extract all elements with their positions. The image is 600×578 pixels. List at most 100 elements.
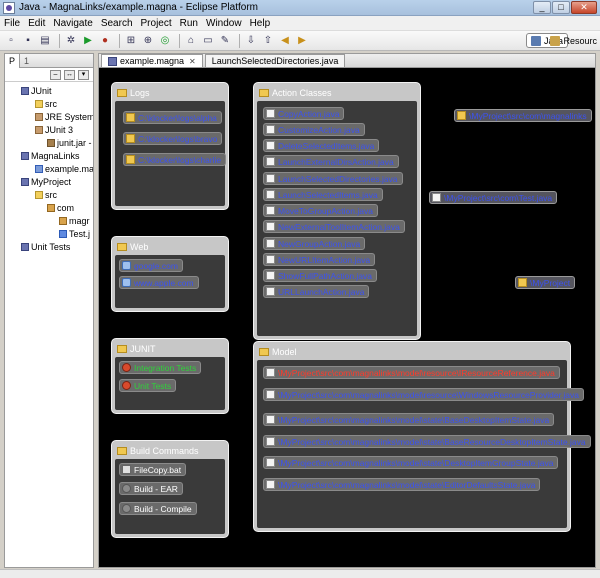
panel-title: JUNIT <box>130 344 156 354</box>
link-editor-icon[interactable]: ↔ <box>64 69 75 80</box>
collapse-all-icon[interactable]: – <box>50 69 61 80</box>
menu-project[interactable]: Project <box>140 17 172 29</box>
menu-window[interactable]: Window <box>206 17 242 29</box>
tree-node-com[interactable]: com <box>47 202 74 213</box>
tree-node-label: JUnit <box>31 85 52 96</box>
panel-junit[interactable]: JUNIT Integration Tests Unit Tests <box>111 338 229 414</box>
link-item[interactable]: \MyProject\src\com\magnalinks\model\reso… <box>263 366 560 379</box>
window-title: Java - MagnaLinks/example.magna - Eclips… <box>19 2 258 13</box>
previous-annotation-icon[interactable]: ⇧ <box>263 35 273 46</box>
open-folder-icon[interactable]: ▭ <box>203 35 213 46</box>
menu-run[interactable]: Run <box>179 17 198 29</box>
tab-label: example.magna <box>120 56 185 66</box>
tree-node-junit-jar[interactable]: junit.jar - <box>47 137 92 148</box>
link-item[interactable]: C:\klocker\logs\bravo <box>123 132 223 145</box>
menu-navigate[interactable]: Navigate <box>53 17 93 29</box>
link-item[interactable]: LaunchSelectedItems.java <box>263 188 383 201</box>
next-annotation-icon[interactable]: ⇩ <box>246 35 256 46</box>
java-file-icon <box>266 390 275 399</box>
floating-link-magnalinks[interactable]: \MyProject\src\com\magnalinks <box>454 109 592 122</box>
panel-build-commands[interactable]: Build Commands FileCopy.bat Build - EAR … <box>111 440 229 538</box>
menu-edit[interactable]: Edit <box>28 17 46 29</box>
tree-node-label: src <box>45 189 57 200</box>
link-item[interactable]: DeleteSelectedItems.java <box>263 139 380 152</box>
link-item[interactable]: Build - Compile <box>119 502 197 515</box>
link-label: CopyAction.java <box>278 108 340 119</box>
link-item[interactable]: CustomizeAction.java <box>263 123 365 136</box>
external-tools-icon[interactable]: ● <box>101 35 109 46</box>
link-item[interactable]: google.com <box>119 259 183 272</box>
link-item[interactable]: Unit Tests <box>119 379 177 392</box>
run-icon[interactable]: ▶ <box>84 35 92 46</box>
eclipse-app-icon <box>3 1 15 14</box>
panel-logs[interactable]: Logs C:\klocker\logs\alpha C:\klocker\lo… <box>111 82 229 210</box>
print-icon[interactable]: ▤ <box>40 35 50 46</box>
tree-node-src[interactable]: src <box>35 189 57 200</box>
menu-help[interactable]: Help <box>249 17 271 29</box>
panel-web[interactable]: Web google.com www.apple.com <box>111 236 229 312</box>
tab-hierarchy[interactable]: 1 <box>24 55 30 66</box>
view-menu-icon[interactable]: ▾ <box>78 69 89 80</box>
tree-node-junit3[interactable]: JUnit 3 <box>35 124 73 135</box>
back-icon[interactable]: ◀ <box>281 35 289 46</box>
tree-node-magnalinks[interactable]: MagnaLinks <box>21 150 80 161</box>
tree-node-magnalinks-pkg[interactable]: magr <box>59 215 90 226</box>
link-item[interactable]: URLLaunchAction.java <box>263 285 370 298</box>
folder-icon <box>35 190 43 199</box>
tree-node-test-java[interactable]: Test.j <box>59 228 90 239</box>
maximize-button[interactable]: □ <box>552 1 570 14</box>
magna-canvas[interactable]: Logs C:\klocker\logs\alpha C:\klocker\lo… <box>99 68 595 567</box>
link-item[interactable]: www.apple.com <box>119 276 199 289</box>
tree-node-myproject[interactable]: MyProject <box>21 176 71 187</box>
menu-search[interactable]: Search <box>100 17 133 29</box>
link-item[interactable]: C:\klocker\logs\alpha <box>123 111 222 124</box>
link-item[interactable]: CopyAction.java <box>263 107 345 120</box>
new-package-icon[interactable]: ⊕ <box>143 35 153 46</box>
new-class-icon[interactable]: ◎ <box>160 35 170 46</box>
project-icon <box>21 177 29 186</box>
link-item[interactable]: LaunchExternalDirsAction.java <box>263 155 399 168</box>
floating-link-test-java[interactable]: \MyProject\src\com\Test.java <box>429 191 558 204</box>
link-item[interactable]: \MyProject\src\com\magnalinks\model\stat… <box>263 435 591 448</box>
open-type-icon[interactable]: ⌂ <box>187 35 195 46</box>
pen-icon[interactable]: ✎ <box>220 35 230 46</box>
tab-launch-selected-directories[interactable]: LaunchSelectedDirectories.java <box>204 54 346 67</box>
link-item[interactable]: \MyProject\src\com\magnalinks\model\reso… <box>263 388 584 401</box>
tree-node-jre[interactable]: JRE System L <box>35 111 93 122</box>
folder-icon <box>457 111 466 120</box>
link-item[interactable]: NewURLItemAction.java <box>263 253 376 266</box>
close-button[interactable]: ✕ <box>571 1 597 14</box>
close-tab-icon[interactable]: ✕ <box>189 56 196 66</box>
panel-model[interactable]: Model \MyProject\src\com\magnalinks\mode… <box>253 341 591 532</box>
link-item[interactable]: FileCopy.bat <box>119 463 187 476</box>
panel-title: Build Commands <box>130 446 199 456</box>
resource-perspective-button[interactable]: Resourc <box>547 33 600 48</box>
forward-icon[interactable]: ▶ <box>298 35 306 46</box>
debug-icon[interactable]: ✲ <box>66 35 76 46</box>
link-item[interactable]: \MyProject\src\com\magnalinks\model\stat… <box>263 478 541 491</box>
tree-node-unit-tests[interactable]: Unit Tests <box>21 241 70 252</box>
link-item[interactable]: \MyProject\src\com\magnalinks\model\stat… <box>263 413 555 426</box>
new-icon[interactable]: ▫ <box>9 35 13 46</box>
menu-file[interactable]: File <box>4 17 21 29</box>
minimize-button[interactable]: _ <box>533 1 551 14</box>
link-item[interactable]: ShowFullPathAction.java <box>263 269 378 282</box>
new-java-project-icon[interactable]: ⊞ <box>126 35 136 46</box>
link-item[interactable]: MoveToGroupAction.java <box>263 204 378 217</box>
link-item[interactable]: NewExternalToolItemAction.java <box>263 220 405 233</box>
link-item[interactable]: C:\klocker\logs\charlie <box>123 153 227 166</box>
tree-node-src[interactable]: src <box>35 98 57 109</box>
tree-node-example-magna[interactable]: example.ma <box>35 163 93 174</box>
tab-example-magna[interactable]: example.magna ✕ <box>101 54 203 67</box>
floating-link-myproject[interactable]: \MyProject <box>515 276 576 289</box>
tree-node-junit[interactable]: JUnit <box>21 85 52 96</box>
save-icon[interactable]: ▪ <box>26 35 30 46</box>
link-item[interactable]: LaunchSelectedDirectories.java <box>263 172 403 185</box>
panel-action-classes[interactable]: Action Classes CopyAction.java Customize… <box>253 82 421 340</box>
tab-package-explorer[interactable]: P <box>5 53 21 68</box>
link-item[interactable]: NewGroupAction.java <box>263 237 366 250</box>
link-item[interactable]: Integration Tests <box>119 361 202 374</box>
folder-icon <box>126 134 135 143</box>
link-item[interactable]: \MyProject\src\com\magnalinks\model\stat… <box>263 456 559 469</box>
link-item[interactable]: Build - EAR <box>119 482 183 495</box>
